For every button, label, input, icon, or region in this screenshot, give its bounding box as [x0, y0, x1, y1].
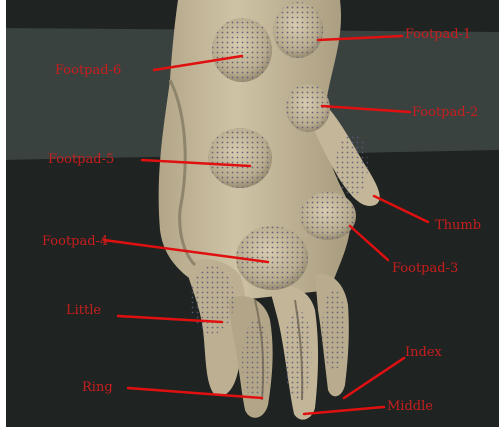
left-border — [0, 0, 6, 427]
label-footpad-6: Footpad-6 — [55, 64, 121, 77]
label-thumb: Thumb — [435, 219, 481, 232]
label-footpad-4: Footpad-4 — [42, 235, 108, 248]
label-ring: Ring — [82, 381, 113, 394]
footpad-3-shape — [300, 192, 356, 240]
label-footpad-5: Footpad-5 — [48, 153, 114, 166]
label-little: Little — [66, 304, 101, 317]
footpad-6-shape — [212, 18, 272, 82]
label-middle: Middle — [387, 400, 433, 413]
label-footpad-3: Footpad-3 — [392, 262, 458, 275]
label-footpad-1: Footpad-1 — [405, 28, 471, 41]
label-footpad-2: Footpad-2 — [412, 106, 478, 119]
label-index: Index — [405, 346, 442, 359]
footpad-2-shape — [286, 84, 330, 132]
footpad-5-shape — [208, 128, 272, 188]
footpad-1-shape — [273, 2, 323, 58]
